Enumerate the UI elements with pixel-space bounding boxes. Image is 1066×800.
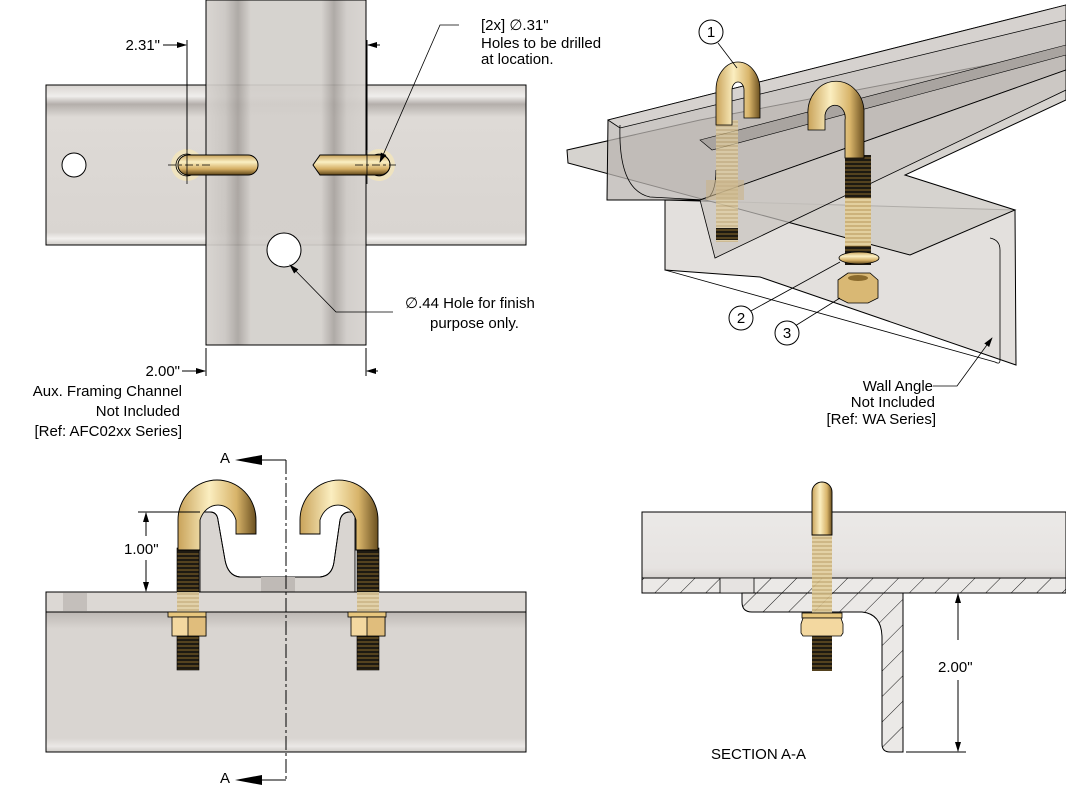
section-marker-top: A bbox=[220, 450, 230, 467]
section-channel bbox=[641, 511, 1066, 579]
front-hook-bolt-right bbox=[299, 479, 387, 671]
balloon-1: 1 bbox=[698, 19, 738, 69]
holes-callout-line1: [2x] ∅.31" bbox=[481, 17, 549, 34]
wall-angle-note-line2: Not Included bbox=[851, 394, 935, 411]
dim-angle-height: 2.00" bbox=[938, 659, 973, 676]
wall-angle-note-line3: [Ref: WA Series] bbox=[827, 411, 936, 428]
section-wall-angle bbox=[741, 592, 904, 753]
finish-hole bbox=[266, 232, 302, 268]
wall-angle-note-line1: Wall Angle bbox=[863, 378, 933, 395]
front-hook-bolt-left bbox=[167, 479, 257, 671]
aux-channel-note-line2: Not Included bbox=[96, 403, 180, 420]
balloon-2: 2 bbox=[728, 261, 841, 331]
holes-callout-line3: at location. bbox=[481, 51, 554, 68]
dim-channel-width: 2.00" bbox=[145, 363, 180, 380]
hook-bolt-top-left bbox=[168, 146, 259, 184]
dim-hook-height: 1.00" bbox=[124, 541, 159, 558]
iso-hook-bolt-1 bbox=[706, 61, 761, 242]
section-nut bbox=[800, 617, 844, 637]
balloon-3: 3 bbox=[774, 297, 841, 346]
dim-hole-spacing: 2.31" bbox=[125, 37, 160, 54]
front-view: A A 1.00" bbox=[45, 450, 527, 787]
front-washer-left bbox=[167, 611, 207, 618]
isometric-view: 1 2 3 Wall Angle Not Included [Ref: WA S… bbox=[566, 4, 1066, 428]
holes-callout-line2: Holes to be drilled bbox=[481, 35, 601, 52]
top-view: 2.31" 2.00" Aux. Framing Channel Not Inc… bbox=[33, 0, 601, 440]
front-wall-angle-face bbox=[45, 611, 527, 753]
section-channel-web bbox=[641, 577, 1066, 594]
front-washer-right bbox=[347, 611, 387, 618]
section-hook-bolt bbox=[800, 481, 844, 671]
aux-channel-note-line3: [Ref: AFC02xx Series] bbox=[34, 423, 182, 440]
section-washer bbox=[801, 612, 843, 619]
finish-hole-callout-line2: purpose only. bbox=[430, 315, 519, 332]
iso-hook-bolt-2 bbox=[807, 80, 880, 304]
svg-text:3: 3 bbox=[783, 325, 791, 342]
section-title: SECTION A-A bbox=[711, 746, 806, 763]
iso-hex-nut bbox=[837, 272, 879, 304]
iso-washer bbox=[838, 251, 880, 265]
finish-hole-callout-line1: ∅.44 Hole for finish bbox=[405, 295, 535, 312]
section-marker-bottom: A bbox=[220, 770, 230, 787]
svg-text:1: 1 bbox=[707, 24, 715, 41]
hook-bolt-top-right bbox=[312, 146, 396, 184]
aux-channel-note-line1: Aux. Framing Channel bbox=[33, 383, 182, 400]
section-view: 2.00" SECTION A-A bbox=[641, 481, 1066, 763]
wall-angle-hole bbox=[61, 152, 87, 178]
svg-text:2: 2 bbox=[737, 310, 745, 327]
